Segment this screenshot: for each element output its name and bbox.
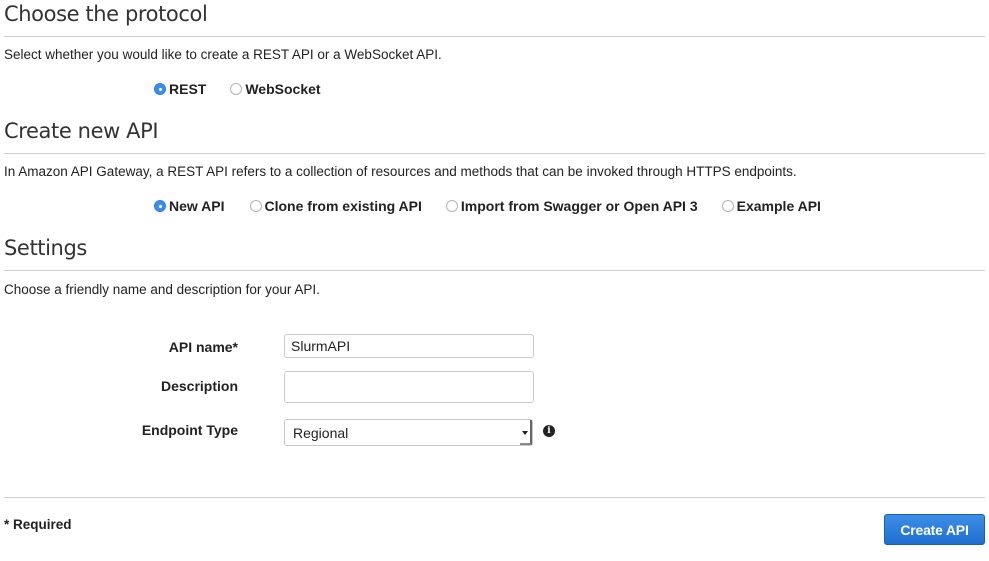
radio-label: Clone from existing API: [264, 198, 422, 214]
radio-label: Example API: [736, 198, 821, 214]
radio-label: REST: [169, 81, 207, 97]
radio-websocket[interactable]: WebSocket: [230, 81, 321, 97]
chevron-down-icon[interactable]: [520, 420, 532, 445]
create-radio-group: New API Clone from existing API Import f…: [154, 198, 821, 214]
radio-import-swagger[interactable]: Import from Swagger or Open API 3: [445, 198, 698, 214]
endpoint-type-value: Regional: [293, 424, 349, 441]
endpoint-type-label: Endpoint Type: [141, 422, 238, 438]
create-section-title: Create new API: [4, 119, 159, 143]
divider: [4, 497, 985, 498]
radio-unchecked-icon[interactable]: [230, 83, 243, 95]
api-name-input[interactable]: [284, 334, 534, 358]
protocol-radio-group: REST WebSocket: [154, 81, 321, 97]
create-description: In Amazon API Gateway, a REST API refers…: [4, 164, 797, 179]
api-name-label: API name*: [168, 339, 238, 355]
radio-label: WebSocket: [245, 81, 321, 97]
settings-description: Choose a friendly name and description f…: [4, 282, 320, 297]
divider: [4, 36, 985, 37]
info-icon[interactable]: i: [543, 425, 555, 437]
radio-label: New API: [169, 198, 225, 214]
protocol-section-title: Choose the protocol: [4, 2, 208, 26]
endpoint-type-select[interactable]: Regional: [284, 419, 533, 446]
radio-checked-icon[interactable]: [154, 200, 166, 212]
radio-example-api[interactable]: Example API: [721, 198, 821, 214]
description-label: Description: [160, 378, 238, 394]
radio-rest[interactable]: REST: [154, 81, 206, 97]
radio-checked-icon[interactable]: [154, 83, 166, 95]
radio-label: Import from Swagger or Open API 3: [460, 198, 698, 214]
radio-unchecked-icon[interactable]: [721, 200, 734, 212]
radio-unchecked-icon[interactable]: [445, 200, 458, 212]
radio-new-api[interactable]: New API: [154, 198, 225, 214]
protocol-description: Select whether you would like to create …: [4, 47, 442, 62]
divider: [4, 153, 985, 154]
settings-section-title: Settings: [4, 236, 87, 260]
required-note: * Required: [4, 517, 72, 532]
radio-clone-existing[interactable]: Clone from existing API: [249, 198, 422, 214]
divider: [4, 270, 985, 271]
create-api-button[interactable]: Create API: [884, 514, 985, 545]
radio-unchecked-icon[interactable]: [249, 200, 262, 212]
description-input[interactable]: [284, 371, 534, 403]
